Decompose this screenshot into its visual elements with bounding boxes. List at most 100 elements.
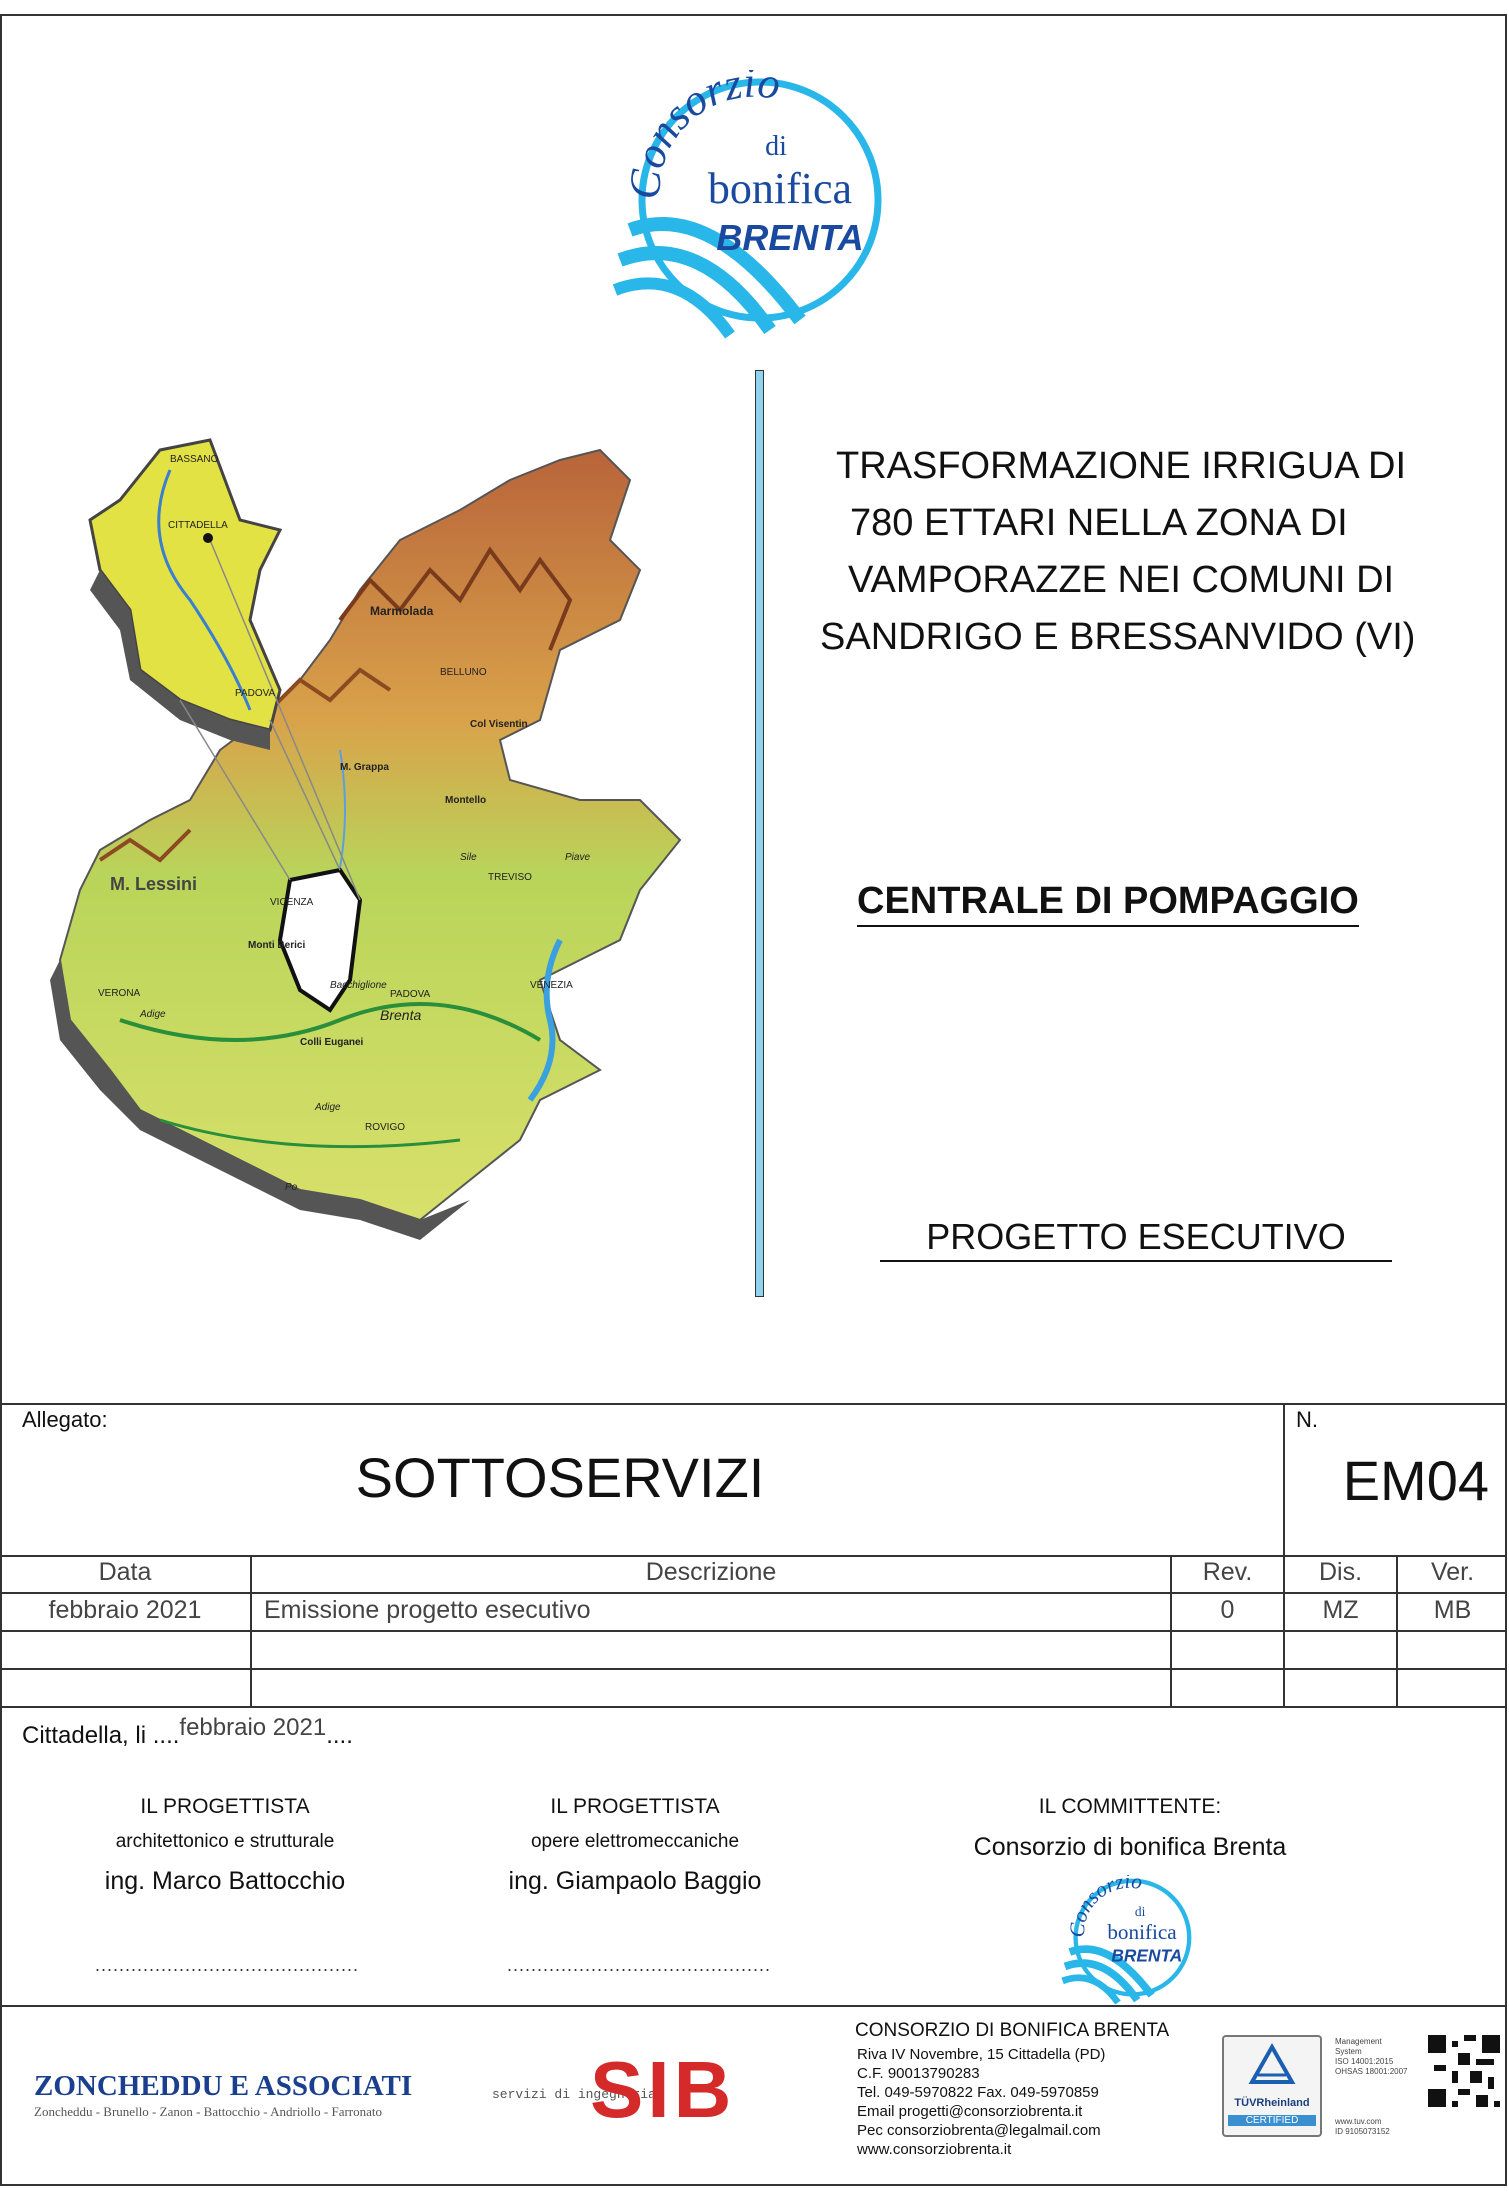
logo-bonifica-text: bonifica — [708, 164, 852, 213]
title-line: SANDRIGO E BRESSANVIDO (VI) — [820, 616, 1416, 658]
sign-name: ing. Giampaolo Baggio — [508, 1867, 762, 1895]
logo-bonifica-text: bonifica — [1107, 1920, 1177, 1944]
tuv-brand: TÜVRheinland — [1234, 2097, 1310, 2109]
rule — [1170, 1555, 1172, 1707]
project-title: TRASFORMAZIONE IRRIGUA DI 780 ETTARI NEL… — [800, 438, 1500, 666]
row-dis: MZ — [1322, 1596, 1359, 1624]
sign-name: Consorzio di bonifica Brenta — [973, 1833, 1287, 1861]
map-label: PADOVA — [235, 688, 276, 699]
sign-role: IL COMMITTENTE: — [1038, 1795, 1222, 1818]
sign-name: ing. Marco Battocchio — [104, 1867, 346, 1895]
signature-block-3: IL COMMITTENTE: Consorzio di bonifica Br… — [930, 1795, 1330, 1862]
map-label: Adige — [139, 1009, 166, 1020]
rule — [1396, 1555, 1398, 1707]
tuv-line: System — [1335, 2047, 1362, 2056]
rule — [1283, 1555, 1285, 1707]
page-frame — [0, 14, 1507, 2186]
rule — [250, 1555, 252, 1707]
signed-date: febbraio 2021 — [179, 1714, 327, 1741]
row-rev: 0 — [1220, 1596, 1235, 1624]
sign-sub: opere elettromeccaniche — [530, 1831, 740, 1852]
title-line: 780 ETTARI NELLA ZONA DI — [850, 502, 1348, 544]
map-label: Montello — [445, 795, 486, 806]
phase-title: PROGETTO ESECUTIVO — [880, 1216, 1392, 1262]
contact-line: Email progetti@consorziobrenta.it — [857, 2103, 1083, 2120]
rule — [0, 1630, 1507, 1632]
rule — [0, 2005, 1507, 2007]
row-date: febbraio 2021 — [48, 1596, 202, 1624]
logo-di-text: di — [765, 131, 787, 162]
tuv-line: Management — [1335, 2037, 1382, 2046]
n-label: N. — [1296, 1407, 1318, 1432]
place-date: Cittadella, li ....febbraio 2021.... — [22, 1714, 353, 1750]
title-line: VAMPORAZZE NEI COMUNI DI — [848, 559, 1395, 601]
map-label: Adige — [314, 1102, 341, 1113]
consorzio-logo-small: Consorzio di bonifica BRENTA — [1061, 1875, 1192, 2005]
header-descrizione: Descrizione — [645, 1558, 777, 1586]
allegato-title: SOTTOSERVIZI — [355, 1446, 765, 1509]
contact-line: Pec consorziobrenta@legalmail.com — [857, 2122, 1101, 2139]
contact-line: C.F. 90013790283 — [857, 2065, 980, 2082]
map-label: M. Grappa — [340, 762, 389, 773]
tuv-line: ISO 14001:2015 — [1335, 2057, 1394, 2066]
map-label: Piave — [565, 852, 590, 863]
consorzio-name: CONSORZIO DI BONIFICA BRENTA — [855, 2020, 1170, 2041]
map-label: Bacchiglione — [330, 980, 387, 991]
map-label: Monti Berici — [248, 940, 305, 951]
tuv-triangle-icon — [1248, 2042, 1296, 2084]
divider-bar — [755, 370, 764, 1297]
tuv-line: ID 9105073152 — [1335, 2127, 1390, 2136]
map-label: Po — [285, 1182, 298, 1193]
map-label: Brenta — [380, 1007, 421, 1023]
logo-brenta-text: BRENTA — [716, 217, 863, 258]
header-rev: Rev. — [1202, 1558, 1253, 1586]
dots: .... — [152, 1722, 180, 1749]
signature-block-2: IL PROGETTISTA opere elettromeccaniche i… — [470, 1795, 800, 1896]
contact-line: www.consorziobrenta.it — [857, 2141, 1012, 2158]
sib-tagline: servizi di ingegneria — [492, 2087, 656, 2102]
signature-line-1: ........................................… — [95, 1955, 360, 1975]
place-prefix: Cittadella, li — [22, 1722, 147, 1749]
map-label: Sile — [460, 852, 477, 863]
drawing-code: EM04 — [1342, 1449, 1489, 1512]
tuv-line: OHSAS 18001:2007 — [1335, 2067, 1408, 2076]
veneto-map: BASSANO CITTADELLA PADOVA Marmolada BELL… — [50, 438, 682, 1240]
zoncheddu-logo: ZONCHEDDU E ASSOCIATI — [34, 2070, 413, 2102]
subject-title: CENTRALE DI POMPAGGIO — [857, 880, 1359, 927]
title-line: TRASFORMAZIONE IRRIGUA DI — [836, 445, 1407, 487]
consorzio-contacts: Riva IV Novembre, 15 Cittadella (PD) C.F… — [857, 2045, 1217, 2159]
tuv-certified: CERTIFIED — [1228, 2115, 1316, 2126]
map-label: TREVISO — [488, 872, 532, 883]
map-label: M. Lessini — [110, 874, 197, 894]
sign-role: IL PROGETTISTA — [140, 1795, 310, 1818]
dots: .... — [326, 1722, 353, 1749]
map-label: BASSANO — [170, 454, 219, 465]
row-description: Emissione progetto esecutivo — [264, 1596, 591, 1624]
map-label: ROVIGO — [365, 1122, 405, 1133]
sign-sub: architettonico e strutturale — [115, 1831, 335, 1852]
header-dis: Dis. — [1318, 1558, 1363, 1586]
map-label: Colli Euganei — [300, 1037, 364, 1048]
row-ver: MB — [1433, 1596, 1472, 1624]
contact-line: Riva IV Novembre, 15 Cittadella (PD) — [857, 2046, 1106, 2063]
map-label: VERONA — [98, 988, 141, 999]
sib-logo: SIB — [590, 2045, 736, 2134]
map-label: PADOVA — [390, 989, 431, 1000]
rule — [0, 1403, 1507, 1405]
rule — [0, 1706, 1507, 1708]
sign-role: IL PROGETTISTA — [550, 1795, 720, 1818]
logo-brenta-text: BRENTA — [1111, 1946, 1182, 1966]
contact-line: Tel. 049-5970822 Fax. 049-5970859 — [857, 2084, 1099, 2101]
tuv-system: Management System ISO 14001:2015 OHSAS 1… — [1335, 2037, 1425, 2077]
tuv-web: www.tuv.com ID 9105073152 — [1335, 2117, 1425, 2137]
header-ver: Ver. — [1430, 1558, 1475, 1586]
header-data: Data — [98, 1558, 152, 1586]
map-label: Marmolada — [370, 604, 434, 618]
allegato-label: Allegato: — [22, 1407, 108, 1432]
map-label: CITTADELLA — [168, 520, 228, 531]
rule — [0, 1592, 1507, 1594]
rule — [0, 1555, 1507, 1557]
signature-line-2: ........................................… — [507, 1955, 772, 1975]
rule — [1283, 1403, 1285, 1555]
zoncheddu-subtitle: Zoncheddu - Brunello - Zanon - Battocchi… — [34, 2104, 383, 2119]
